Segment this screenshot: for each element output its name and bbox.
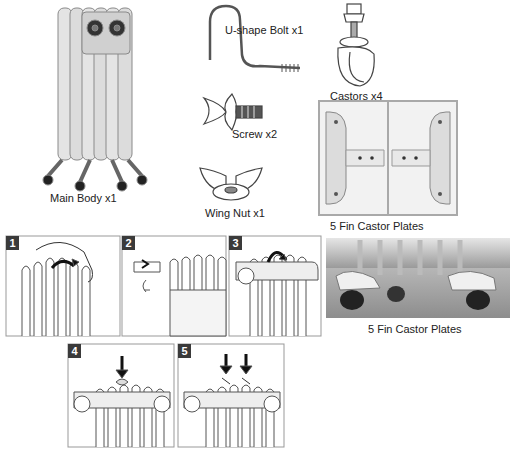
part-caption: 5 Fin Castor Plates bbox=[368, 323, 462, 336]
step-2-drawing bbox=[134, 255, 226, 336]
step-panels bbox=[6, 236, 321, 447]
step-4-drawing bbox=[74, 356, 170, 447]
step-3-drawing bbox=[236, 252, 318, 336]
heater-drawing bbox=[43, 8, 147, 191]
step-number: 2 bbox=[122, 236, 135, 250]
wheels-photo bbox=[326, 238, 510, 318]
castor-plates-photo bbox=[318, 100, 458, 216]
step-number: 1 bbox=[6, 236, 19, 250]
castor-drawing bbox=[338, 4, 374, 86]
part-name: U-shape Bolt x1 bbox=[225, 24, 303, 37]
step-number: 4 bbox=[68, 344, 81, 358]
step-1-drawing bbox=[22, 242, 93, 336]
part-name: Screw x2 bbox=[232, 128, 277, 141]
part-caption: 5 Fin Castor Plates bbox=[330, 220, 424, 233]
wing-nut-drawing bbox=[200, 168, 262, 200]
part-name: Main Body x1 bbox=[50, 192, 117, 205]
step-number: 5 bbox=[178, 344, 191, 358]
u-bolt-drawing bbox=[210, 6, 300, 72]
step-5-drawing bbox=[184, 354, 280, 447]
part-name: Castors x4 bbox=[330, 90, 383, 103]
screw-drawing bbox=[204, 94, 262, 130]
step-number: 3 bbox=[229, 236, 242, 250]
part-name: Wing Nut x1 bbox=[205, 207, 265, 220]
